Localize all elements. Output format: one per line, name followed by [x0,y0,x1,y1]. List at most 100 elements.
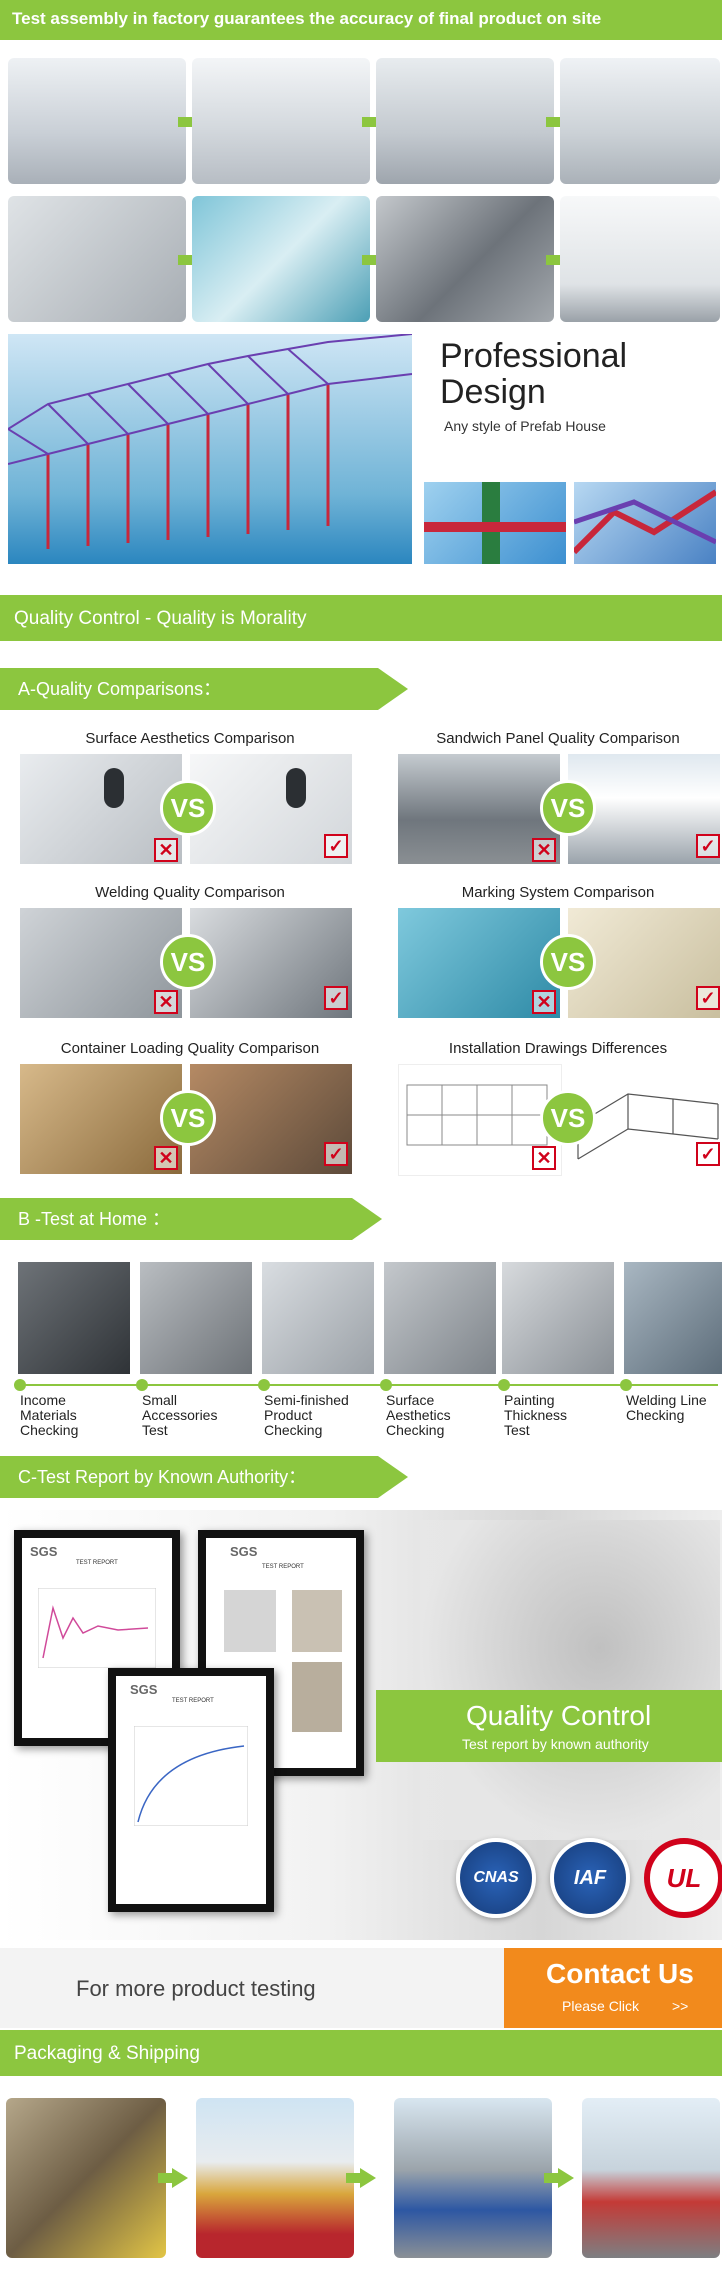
design-title-line1: Professional [440,337,628,375]
contact-arrow-icon: >> [672,1998,689,2014]
steel-structure-render [8,334,412,564]
assembly-photo-6 [192,196,370,322]
home-test-photo-6 [624,1262,722,1374]
home-test-label-line: Checking [386,1422,445,1438]
home-test-photo-4 [384,1262,496,1374]
design-detail-1-graphic [424,482,566,564]
vs-badge: VS [540,1090,596,1146]
report-chart-graphic [38,1588,156,1668]
more-testing-panel: For more product testing [0,1948,504,2028]
home-test-label-line: Checking [264,1422,323,1438]
check-mark-icon: ✓ [324,986,348,1010]
vs-badge: VS [540,934,596,990]
cnas-badge-icon: CNAS [456,1838,536,1918]
section-c-header: C-Test Report by Known Authority： [0,1456,408,1498]
comparison-title-5: Container Loading Quality Comparison [60,1040,320,1057]
home-test-label-line: Surface [386,1392,435,1408]
section-b-header: B -Test at Home ： [0,1198,382,1240]
vs-badge: VS [540,780,596,836]
assembly-header: Test assembly in factory guarantees the … [0,0,722,40]
check-mark-icon: ✓ [324,1142,348,1166]
timeline-dot [136,1379,148,1391]
report-frame-2: SGS TEST REPORT [198,1530,364,1776]
comparison-title-1: Surface Aesthetics Comparison [85,730,295,747]
home-test-label-line: Test [504,1422,530,1438]
home-test-label-line: Thickness [504,1407,568,1423]
home-test-photo-1 [18,1262,130,1374]
window-shape [286,768,306,808]
timeline-dot [620,1379,632,1391]
assembly-photo-2 [192,58,370,184]
report-heading: TEST REPORT [76,1560,118,1566]
home-test-label-line: Aesthetics [386,1407,451,1423]
shipping-photo-2 [196,2098,354,2258]
report-photo [292,1590,342,1652]
report-frame-1: SGS TEST REPORT [14,1530,180,1746]
x-mark-icon: ✕ [154,990,178,1014]
contact-us-sub: Please Click [562,1998,640,2014]
home-test-label-line: Test [142,1422,168,1438]
home-test-photo-3 [262,1262,374,1374]
home-test-label-line: Small [142,1392,178,1408]
design-title-line2: Design [440,373,546,411]
section-c-title: C-Test Report by Known Authority： [18,1467,307,1487]
arrow-right-icon [544,2168,574,2188]
arrow-right-icon [346,2168,376,2188]
more-testing-text: For more product testing [76,1976,316,2002]
comparison-title-6: Installation Drawings Differences [448,1040,668,1057]
report-heading: TEST REPORT [172,1698,214,1704]
assembly-photo-8 [560,196,720,322]
qc-banner-subtitle: Test report by known authority [462,1736,649,1752]
report-brand: SGS [30,1544,58,1559]
packaging-title: Packaging & Shipping [14,2043,200,2064]
comparison-title-4: Marking System Comparison [461,884,655,901]
comparison-title-3: Welding Quality Comparison [95,884,285,901]
vs-badge: VS [160,934,216,990]
timeline-dot [380,1379,392,1391]
assembly-header-title: Test assembly in factory guarantees the … [12,9,602,28]
shipping-photo-1 [6,2098,166,2258]
contact-us-title: Contact Us [546,1958,694,1989]
window-shape [104,768,124,808]
timeline-dot [498,1379,510,1391]
packaging-bar: Packaging & Shipping [0,2030,722,2076]
home-test-label-line: Checking [626,1407,685,1423]
home-test-photo-5 [502,1262,614,1374]
qc-banner-title: Quality Control [466,1700,652,1731]
vs-badge: VS [160,780,216,836]
assembly-photo-7 [376,196,554,322]
steel-frame-graphic [8,334,412,549]
report-heading: TEST REPORT [262,1564,304,1570]
contact-us-button[interactable]: Contact Us Please Click >> [504,1948,722,2028]
design-subtitle: Any style of Prefab House [444,418,606,434]
x-mark-icon: ✕ [154,1146,178,1170]
check-mark-icon: ✓ [324,834,348,858]
timeline-line [18,1384,718,1386]
report-curve-graphic [134,1726,248,1826]
quality-control-title: Quality Control - Quality is Morality [14,608,307,629]
home-test-label-line: Product [264,1407,313,1423]
assembly-photo-1 [8,58,186,184]
arrow-right-icon [158,2168,188,2188]
shipping-photo-4 [582,2098,720,2258]
report-brand: SGS [130,1682,158,1697]
home-test-label-line: Checking [20,1422,79,1438]
home-test-label-line: Income [20,1392,66,1408]
design-title: Professional Design [440,338,627,410]
report-photo [224,1590,276,1652]
home-test-label-line: Semi-finished [264,1392,349,1408]
home-test-label-line: Welding Line [626,1392,707,1408]
check-mark-icon: ✓ [696,986,720,1010]
timeline-dot [14,1379,26,1391]
x-mark-icon: ✕ [532,1146,556,1170]
home-test-label-line: Painting [504,1392,555,1408]
section-a-header: A-Quality Comparisons： [0,668,408,710]
check-mark-icon: ✓ [696,1142,720,1166]
assembly-photo-4 [560,58,720,184]
shipping-photo-3 [394,2098,552,2258]
